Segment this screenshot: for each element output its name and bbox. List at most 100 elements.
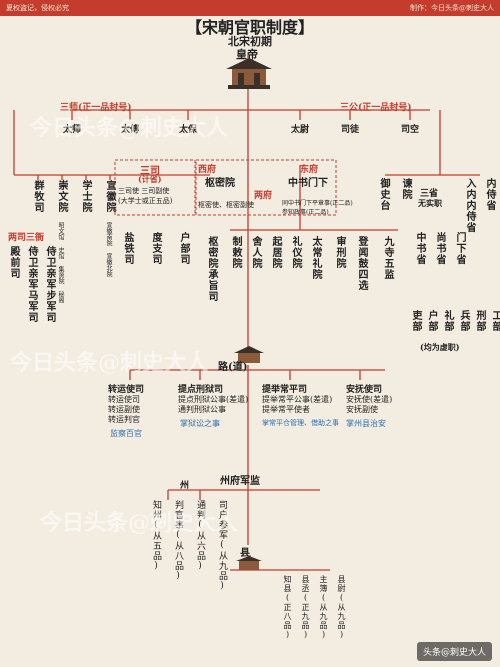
shiweima-label: 侍卫亲军马军司 <box>26 246 37 323</box>
xuanhui-sub: 宣徽南院 宣徽北院 <box>105 222 112 277</box>
liubu-0: 吏部 <box>410 310 421 332</box>
tongpan-label: 通判(从六品) <box>195 500 205 572</box>
zhongshu-row-6: 登闻鼓四选 <box>356 236 367 291</box>
road-unit-0-l3: 转运判官 <box>108 415 140 424</box>
road-palace-icon <box>232 345 266 365</box>
liubu-3: 兵部 <box>458 310 469 332</box>
zhongshu-row-1: 舍人院 <box>250 236 261 269</box>
sanshi-title-2: 太保 <box>179 125 198 135</box>
zhongshu-row-7: 九寺五监 <box>382 236 393 280</box>
jianyuan-label: 谏院 <box>400 178 411 200</box>
liubu-note: (均为虚职) <box>420 342 460 352</box>
shumi-chengzhi-label: 枢密院承旨司 <box>206 236 217 302</box>
hubu-label: 户部司 <box>178 232 189 265</box>
zhongshumenxia-label: 中书门下 <box>288 178 328 189</box>
road-unit-3-name: 安抚使司 <box>346 385 383 395</box>
zhixian-label: 知县(正八品) <box>283 575 292 640</box>
watermark-3: 今日头条@刺史大人 <box>40 510 239 536</box>
zhongshu-row-3: 礼仪院 <box>290 236 301 269</box>
zhongshu-note-1: 同中书门下平章事(正二品) <box>282 200 353 207</box>
sansheng-label: 三省 <box>420 189 439 199</box>
county-palace-icon <box>234 555 264 571</box>
zhongshusheng-label: 中书省 <box>414 232 425 265</box>
sangong-title-0: 太尉 <box>291 125 310 135</box>
menxia-label: 门下省 <box>454 232 465 265</box>
header-bar: 夏权盗记，侵权必究 制作：今日头条@刺史大人 <box>0 0 500 16</box>
road-unit-2-note: 掌常平仓管理、借助之事 <box>262 419 339 427</box>
sanshi-title-1: 太傅 <box>121 125 140 135</box>
dongfu-label: 东府 <box>300 165 319 175</box>
liangfu-label: 两府 <box>254 191 273 201</box>
prefecture-label: 州府军监 <box>220 476 260 487</box>
sangong-label: 三公(正一品封号) <box>340 103 412 113</box>
dianqiansi-label: 殿前司 <box>8 246 19 279</box>
road-unit-0-name: 转运使司 <box>108 385 145 395</box>
xianwei-label: 县尉(从九品) <box>337 575 346 640</box>
zhizhou-label: 知州(从五品) <box>151 500 161 572</box>
shiweibu-label: 侍卫亲军步军司 <box>44 246 55 323</box>
emperor-label: 皇帝 <box>236 48 258 61</box>
neishi-label: 内侍省 <box>484 178 495 211</box>
liubu-5: 工部 <box>490 310 500 332</box>
panguan-label: 判官事(从八品) <box>173 500 183 582</box>
zhongshu-row-0: 制敕院 <box>230 236 241 269</box>
road-unit-3-l2: 安抚副使 <box>346 405 378 414</box>
zhongshu-row-4: 太常礼院 <box>310 236 321 280</box>
yushitai-label: 御史台 <box>378 178 389 211</box>
zhubu-label: 主簿(从九品) <box>319 575 328 640</box>
road-unit-3-note: 掌州县治安 <box>346 419 386 428</box>
road-unit-1-note: 掌狱讼之事 <box>180 419 220 428</box>
shumiyuan-label: 枢密院 <box>205 178 235 189</box>
xifu-label: 西府 <box>198 165 217 175</box>
qunmusi-label: 群牧司 <box>32 180 43 213</box>
road-unit-1-l1: 提点刑狱公事(差遣) <box>178 395 249 404</box>
sanshi-title-0: 太师 <box>63 125 82 135</box>
road-label: 路(道) <box>218 362 248 373</box>
road-unit-1-l2: 通判刑狱公事 <box>178 405 226 414</box>
page-subtitle: 北宋初期 <box>228 35 272 48</box>
road-unit-1-name: 提点刑狱司 <box>178 385 224 395</box>
sansi-sub-label: (计省) <box>138 174 162 184</box>
sansheng-sub: 无实职 <box>418 198 442 208</box>
liubu-4: 刑部 <box>474 310 485 332</box>
liubu-1: 户部 <box>426 310 437 332</box>
road-unit-3-l1: 安抚使(差遣) <box>346 395 393 404</box>
shumi-note: 枢密使、枢密副使 <box>198 201 254 209</box>
shangshu-label: 尚书省 <box>434 232 445 265</box>
sansi-note-2: (大学士或正五品) <box>118 197 173 205</box>
sangong-title-2: 司空 <box>401 125 420 135</box>
liubu-2: 礼部 <box>442 310 453 332</box>
chongwen-sub: 昭文馆 史馆 集贤院 秘阁 <box>57 222 64 303</box>
xiancheng-label: 县丞(正九品) <box>301 575 310 640</box>
yantie-label: 盐铁司 <box>122 232 133 265</box>
watermark-2: 今日头条@刺史大人 <box>10 350 209 376</box>
header-copyright: 夏权盗记，侵权必究 <box>6 4 69 12</box>
duzhi-label: 度支司 <box>150 232 161 265</box>
page-title: 【宋朝官职制度】 <box>185 18 314 37</box>
road-unit-2-l2: 提举常平使者 <box>262 405 310 414</box>
sanshi-label: 三师(正一品封号) <box>60 103 132 113</box>
zhongshu-note-2: 参知政事(正二品) <box>282 209 329 216</box>
road-unit-2-name: 提举常平司 <box>262 385 308 395</box>
road-unit-0-l2: 转运副使 <box>108 405 140 414</box>
sansi-label: 三司 <box>140 166 160 177</box>
zhongshu-row-5: 审刑院 <box>334 236 345 269</box>
header-credit: 制作：今日头条@刺史大人 <box>410 4 494 12</box>
footer-credit: 头条@刺史大人 <box>416 642 492 661</box>
chongwenyuan-label: 崇文院 <box>56 180 67 213</box>
neishisheng-label: 入内内侍省 <box>464 178 475 233</box>
road-unit-0-note: 监察百官 <box>110 429 142 438</box>
watermark-1: 今日头条@刺史大人 <box>30 115 229 141</box>
zhongshu-row-2: 起居院 <box>270 236 281 269</box>
xueshiyuan-label: 学士院 <box>80 180 91 213</box>
xuanhuiyuan-label: 宣徽院 <box>104 180 115 213</box>
road-unit-0-l1: 转运使司 <box>108 395 140 404</box>
road-unit-2-l1: 提举常平公事(差遣) <box>262 395 333 404</box>
emperor-palace-icon <box>224 55 274 91</box>
sihucanjun-label: 司户参军(从九品) <box>217 500 227 592</box>
sansi-note-1: 三司使 三司副使 <box>118 187 170 195</box>
lianglsanya-label: 两司三衙 <box>8 233 45 243</box>
zhou-label: 州 <box>180 481 190 491</box>
county-label: 县 <box>240 548 250 559</box>
